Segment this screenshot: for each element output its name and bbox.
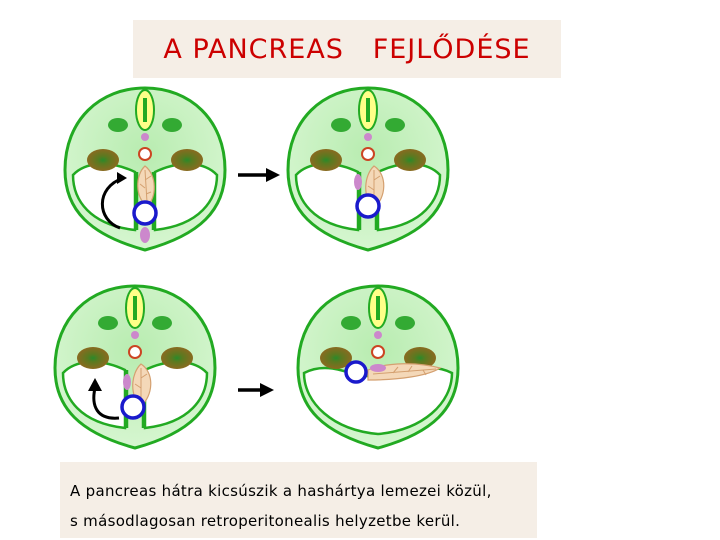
right-arrow-icon: [238, 383, 274, 397]
page-title: A PANCREAS FEJLŐDÉSE: [163, 33, 531, 65]
stage-3-cross-section: [53, 284, 217, 450]
muscle-left: [331, 118, 351, 132]
right-arrow-icon: [238, 168, 280, 182]
aorta: [138, 147, 152, 161]
muscle-right: [395, 316, 415, 330]
caption-box: A pancreas hátra kicsúszik a hashártya l…: [60, 462, 537, 538]
spleen: [370, 364, 386, 372]
kidney-left: [320, 347, 352, 369]
kidney-right: [161, 347, 193, 369]
peritoneal-cavity-right: [143, 360, 209, 430]
stage-1-cross-section: [63, 86, 227, 252]
kidney-left: [77, 347, 109, 369]
muscle-right: [385, 118, 405, 132]
spleen: [140, 227, 150, 243]
muscle-right: [152, 316, 172, 330]
muscle-left: [108, 118, 128, 132]
spleen: [354, 174, 362, 190]
muscle-right: [162, 118, 182, 132]
curved-arrow-icon: [100, 176, 124, 230]
vertebra: [131, 331, 139, 339]
muscle-left: [341, 316, 361, 330]
pancreas-development-diagram: [53, 86, 460, 450]
caption-line-1: A pancreas hátra kicsúszik a hashártya l…: [70, 482, 492, 500]
vertebra: [374, 331, 382, 339]
duodenum: [344, 360, 368, 384]
stage-4-cross-section: [296, 284, 460, 450]
duodenum: [355, 193, 381, 219]
aorta: [128, 345, 142, 359]
peritoneal-cavity-right: [153, 162, 219, 232]
kidney-left: [87, 149, 119, 171]
kidney-right: [171, 149, 203, 171]
vertebra: [364, 133, 372, 141]
caption-line-2: s másodlagosan retroperitonealis helyzet…: [70, 512, 461, 530]
spleen: [123, 374, 131, 390]
aorta: [371, 345, 385, 359]
curved-arrow-icon: [92, 387, 120, 420]
kidney-right: [394, 149, 426, 171]
vertebra: [141, 133, 149, 141]
title-box: A PANCREAS FEJLŐDÉSE: [133, 20, 561, 78]
duodenum: [120, 394, 146, 420]
kidney-left: [310, 149, 342, 171]
peritoneal-cavity: [294, 162, 360, 232]
duodenum: [132, 200, 158, 226]
muscle-left: [98, 316, 118, 330]
aorta: [361, 147, 375, 161]
stage-2-cross-section: [286, 86, 450, 252]
peritoneal-cavity-right: [376, 162, 442, 232]
